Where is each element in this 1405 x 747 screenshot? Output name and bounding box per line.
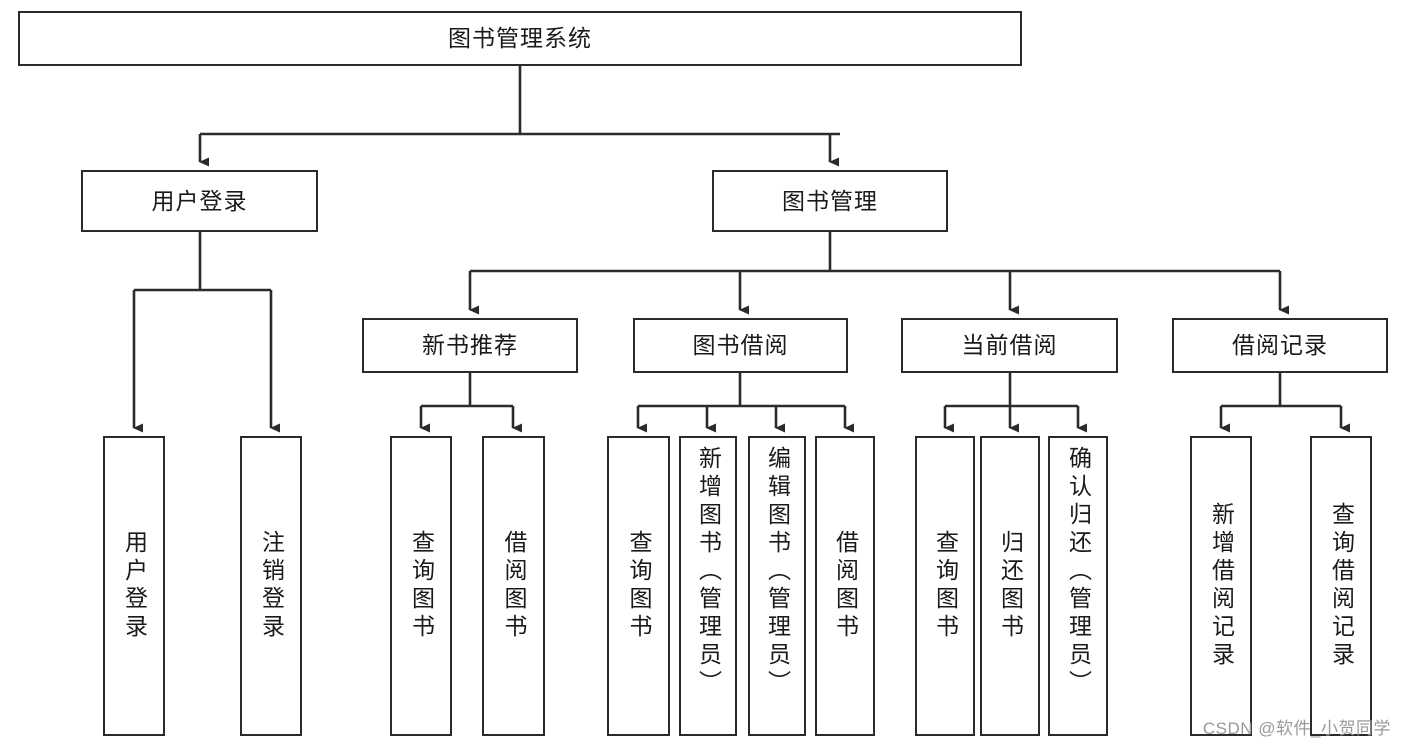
node-root-label: 图书管理系统 [448,25,592,51]
node-leaf-query-record-label: 查询借阅记录 [1328,502,1355,670]
node-leaf-borrow-book-1-label: 借阅图书 [501,530,527,642]
node-leaf-query-book-3-label: 查询图书 [932,530,959,642]
node-leaf-add-book[interactable]: 新增图书（管理员） [679,436,737,736]
node-book-borrow-label: 图书借阅 [692,332,789,358]
node-leaf-edit-book[interactable]: 编辑图书（管理员） [748,436,806,736]
node-book-manage-label: 图书管理 [782,187,878,214]
node-leaf-logout-label: 注销登录 [258,530,285,642]
node-leaf-add-record-label: 新增借阅记录 [1208,502,1235,670]
node-leaf-confirm-return-label: 确认归还（管理员） [1065,446,1092,698]
node-leaf-borrow-book-2-label: 借阅图书 [832,530,859,642]
node-leaf-edit-book-label: 编辑图书（管理员） [764,446,791,698]
node-leaf-query-book-2[interactable]: 查询图书 [607,436,670,736]
node-leaf-borrow-book-2[interactable]: 借阅图书 [815,436,875,736]
node-user-login-label: 用户登录 [151,187,248,214]
node-leaf-borrow-book-1[interactable]: 借阅图书 [482,436,545,736]
node-borrow-record[interactable]: 借阅记录 [1172,318,1388,373]
node-book-borrow[interactable]: 图书借阅 [633,318,848,373]
node-leaf-user-login[interactable]: 用户登录 [103,436,165,736]
node-leaf-return-book[interactable]: 归还图书 [980,436,1040,736]
node-current-borrow[interactable]: 当前借阅 [901,318,1118,373]
node-leaf-add-book-label: 新增图书（管理员） [695,446,722,698]
node-leaf-query-book-3[interactable]: 查询图书 [915,436,975,736]
node-new-book-rec[interactable]: 新书推荐 [362,318,578,373]
node-leaf-query-record[interactable]: 查询借阅记录 [1310,436,1372,736]
node-leaf-return-book-label: 归还图书 [997,530,1024,642]
node-leaf-confirm-return[interactable]: 确认归还（管理员） [1048,436,1108,736]
node-leaf-add-record[interactable]: 新增借阅记录 [1190,436,1252,736]
node-borrow-record-label: 借阅记录 [1232,332,1328,358]
node-new-book-rec-label: 新书推荐 [422,332,518,358]
node-current-borrow-label: 当前借阅 [961,332,1058,358]
node-leaf-query-book-1-label: 查询图书 [408,530,435,642]
node-leaf-query-book-2-label: 查询图书 [626,530,652,642]
node-book-manage[interactable]: 图书管理 [712,170,948,232]
node-user-login[interactable]: 用户登录 [81,170,318,232]
node-root[interactable]: 图书管理系统 [18,11,1022,66]
node-leaf-user-login-label: 用户登录 [121,530,148,642]
node-leaf-logout[interactable]: 注销登录 [240,436,302,736]
node-leaf-query-book-1[interactable]: 查询图书 [390,436,452,736]
